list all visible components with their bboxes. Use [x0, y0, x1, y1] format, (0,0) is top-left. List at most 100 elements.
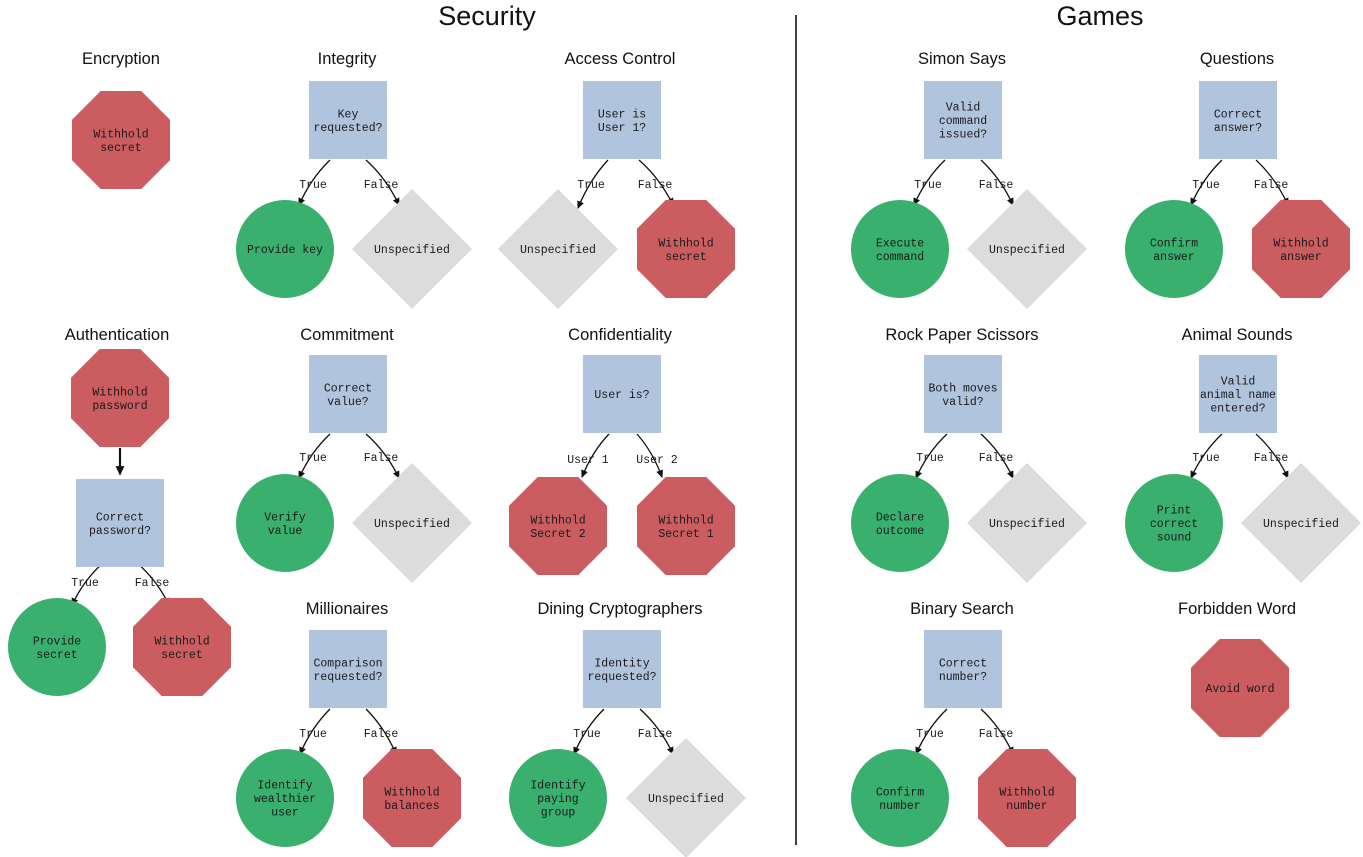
group-title: Authentication: [65, 326, 170, 344]
edge-true: True: [573, 708, 605, 755]
node-label: Unspecified: [989, 244, 1065, 257]
square-shape: [924, 81, 1002, 159]
node-label: Unspecified: [520, 244, 596, 257]
edge-label: False: [1254, 452, 1289, 465]
edge-label: False: [364, 728, 399, 741]
circle-shape: [236, 200, 334, 298]
square-shape: [924, 355, 1002, 433]
group-title: Integrity: [318, 50, 377, 68]
node-label: Unspecified: [989, 518, 1065, 531]
edge-arrow: [299, 708, 331, 755]
octagon-shape: [71, 349, 169, 447]
node-conf-q[interactable]: User is?: [583, 355, 661, 433]
edge-arrow: [1190, 433, 1223, 479]
edge-false: False: [1254, 159, 1289, 206]
square-shape: [1199, 355, 1277, 433]
edge-label: True: [299, 452, 327, 465]
edge-false: False: [1254, 433, 1289, 479]
node-label: User is?: [594, 389, 649, 402]
node-int-f[interactable]: Unspecified: [352, 189, 472, 309]
edge-label: True: [1192, 179, 1220, 192]
edge-arrow: [980, 159, 1014, 206]
edge-true: True: [915, 433, 948, 479]
node-int-t[interactable]: Provide key: [236, 200, 334, 298]
edge-label: False: [979, 179, 1014, 192]
octagon-shape: [1252, 200, 1350, 298]
panel-title-games: Games: [1056, 1, 1143, 31]
diamond-shape: [626, 738, 746, 857]
edge-true: True: [915, 708, 948, 755]
edge-true: True: [299, 708, 331, 755]
group-title: Dining Cryptographers: [537, 600, 702, 618]
group-title: Simon Says: [918, 50, 1006, 68]
edge-label: False: [364, 179, 399, 192]
group-title: Rock Paper Scissors: [885, 326, 1038, 344]
diamond-shape: [498, 189, 618, 309]
edge-arrow: [1190, 159, 1223, 206]
node-com-f[interactable]: Unspecified: [352, 463, 472, 583]
edge-false: False: [979, 708, 1014, 755]
diamond-shape: [352, 189, 472, 309]
diamond-shape: [967, 463, 1087, 583]
node-ac-t[interactable]: Unspecified: [498, 189, 618, 309]
square-shape: [924, 630, 1002, 708]
group-title: Millionaires: [306, 600, 389, 618]
node-rps-f[interactable]: Unspecified: [967, 463, 1087, 583]
square-shape: [309, 630, 387, 708]
diamond-shape: [1241, 463, 1361, 583]
edge-label: True: [299, 728, 327, 741]
edge-label: True: [577, 179, 605, 192]
edge-true: True: [1190, 159, 1223, 206]
edge-arrow: [915, 433, 948, 479]
group-title: Questions: [1200, 50, 1274, 68]
edge-true: True: [1190, 433, 1223, 479]
node-fw-root[interactable]: Avoid word: [1191, 639, 1289, 737]
node-ss-f[interactable]: Unspecified: [967, 189, 1087, 309]
node-dc-f[interactable]: Unspecified: [626, 738, 746, 857]
circle-shape: [8, 598, 106, 696]
node-as-f[interactable]: Unspecified: [1241, 463, 1361, 583]
